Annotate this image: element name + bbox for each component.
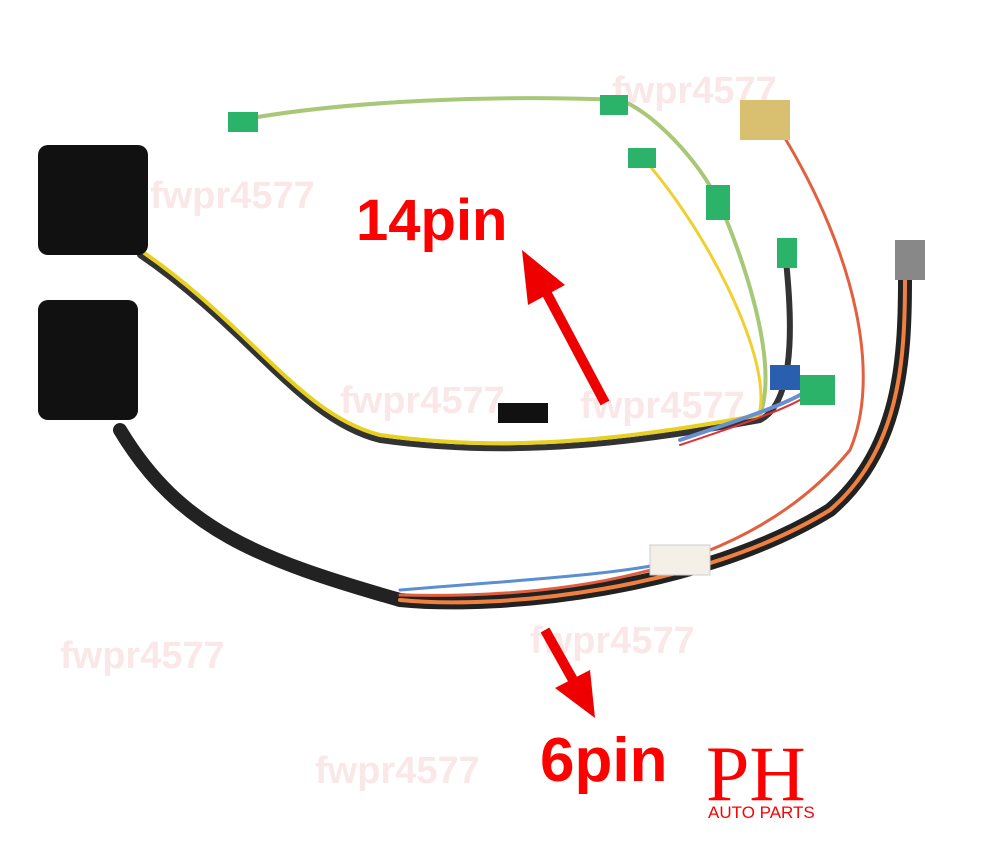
watermark: fwpr4577 [580,385,745,427]
logo-subtitle: AUTO PARTS [708,803,815,822]
watermark: fwpr4577 [340,380,505,422]
watermark: fwpr4577 [60,635,225,677]
logo-initials: PH [706,730,806,817]
connector-6pin [38,300,138,420]
watermark: fwpr4577 [150,175,315,217]
connector-14pin [38,145,148,255]
label-6pin: 6pin [540,726,668,795]
watermark: fwpr4577 [315,750,480,792]
label-14pin: 14pin [356,188,508,253]
